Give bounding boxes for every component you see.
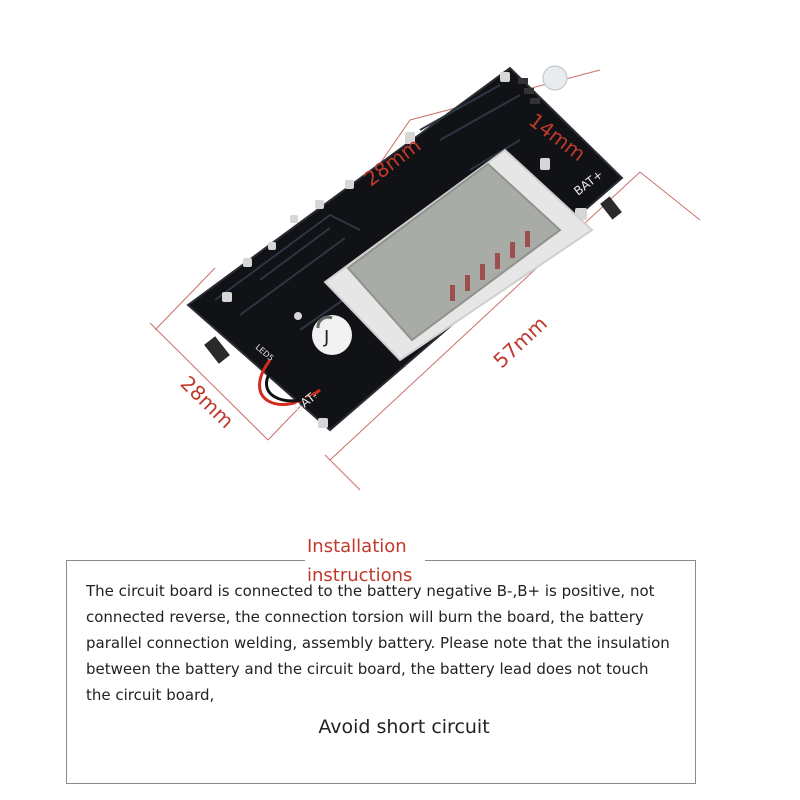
body-line: parallel connection welding, assembly ba… [86,634,670,652]
body-line: the circuit board, [86,686,215,704]
battery-wire [258,359,321,406]
body-line: between the battery and the circuit boar… [86,660,649,678]
body-line: connected reverse, the connection torsio… [86,608,644,626]
instructions-body: The circuit board is connected to the ba… [86,578,686,708]
body-line: The circuit board is connected to the ba… [86,582,655,600]
lcd-display [323,148,594,362]
short-circuit-warning: Avoid short circuit [318,716,490,738]
svg-text:J: J [323,327,329,348]
instructions-heading: Installation instructions [305,530,425,588]
heading-line-1: Installation [307,536,407,557]
heading-line-2: instructions [307,565,413,586]
